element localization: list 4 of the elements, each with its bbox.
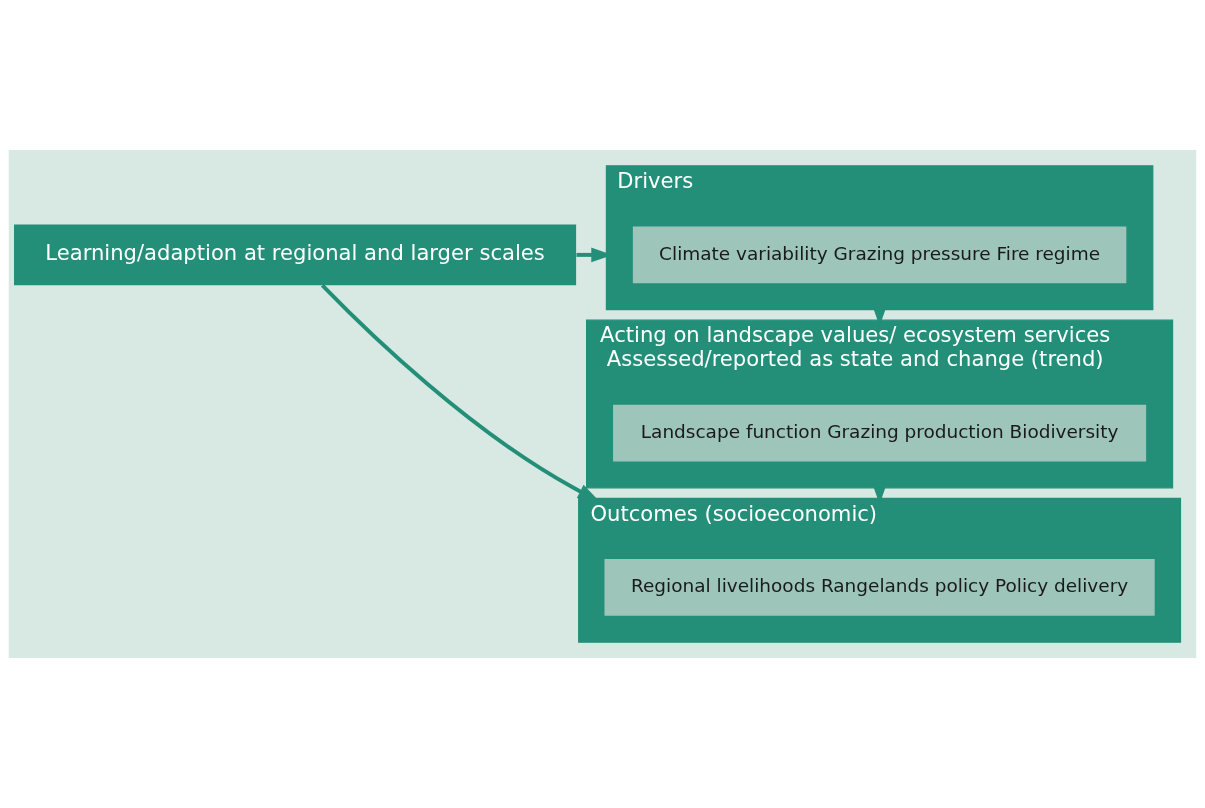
node-box: Landscape function Grazing production Biodiversity xyxy=(613,404,1147,462)
node-box: Learning/adaption at regional and larger scales xyxy=(14,224,577,286)
node-box: Regional livelihoods Rangelands policy Policy delivery xyxy=(604,559,1155,616)
node-box: Climate variability Grazing pressure Fire regime xyxy=(632,226,1127,284)
